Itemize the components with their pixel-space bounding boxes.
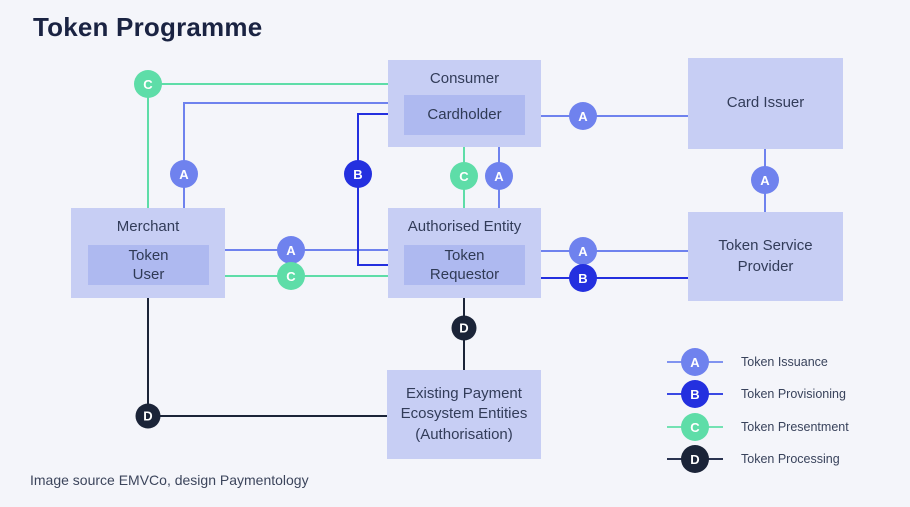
legend-row-token-presentment: C Token Presentment <box>655 413 849 441</box>
token-requestor-box: Token Requestor <box>404 245 525 285</box>
legend-line-b: B <box>667 380 723 408</box>
cardholder-label: Cardholder <box>427 106 502 124</box>
authorised-entity-label: Authorised Entity <box>407 218 522 235</box>
legend-label-token-processing: Token Processing <box>741 452 840 466</box>
token-requestor-label: Token Requestor <box>429 246 500 284</box>
token-user-box: Token User <box>88 245 209 285</box>
merchant-box: Merchant Token User <box>71 208 225 298</box>
flow-a-tokenrequestor-tsp <box>525 250 688 252</box>
consumer-label: Consumer <box>429 70 500 87</box>
badge-b-cardholder-tokenrequestor: B <box>344 160 372 188</box>
flow-a-cardholder-cardissuer <box>525 115 688 117</box>
authorised-entity-box: Authorised Entity Token Requestor <box>388 208 541 298</box>
legend-badge-b: B <box>681 380 709 408</box>
flow-b-vertical <box>357 113 359 266</box>
flow-a-merchant-cardholder-horizontal <box>183 102 405 104</box>
legend-label-token-issuance: Token Issuance <box>741 355 828 369</box>
badge-c-topleft: C <box>134 70 162 98</box>
badge-a-merchant-cardholder: A <box>170 160 198 188</box>
flow-b-tokenrequestor-tsp <box>525 277 688 279</box>
badge-d-merchant-existing: D <box>135 403 161 429</box>
flow-c-tokenuser-tokenrequestor <box>209 275 404 277</box>
legend-badge-d: D <box>681 445 709 473</box>
badge-c-cardholder-authorisedentity: C <box>450 162 478 190</box>
legend-badge-a: A <box>681 348 709 376</box>
legend-row-token-issuance: A Token Issuance <box>655 348 828 376</box>
legend-badge-c: C <box>681 413 709 441</box>
cardholder-box: Cardholder <box>404 95 525 135</box>
consumer-box: Consumer Cardholder <box>388 60 541 147</box>
flow-a-merchant-vertical <box>183 102 185 208</box>
token-user-label: Token User <box>128 246 169 284</box>
page-title: Token Programme <box>33 12 263 42</box>
existing-payment-label: Existing Payment Ecosystem Entities (Aut… <box>400 385 528 443</box>
badge-a-cardholder-cardissuer: A <box>569 102 597 130</box>
flow-d-merchant-existing-horizontal <box>147 415 387 417</box>
flow-a-tokenuser-tokenrequestor <box>209 249 404 251</box>
legend-label-token-provisioning: Token Provisioning <box>741 387 846 401</box>
legend-line-c: C <box>667 413 723 441</box>
image-source-credit: Image source EMVCo, design Paymentology <box>30 472 309 488</box>
card-issuer-label: Card Issuer <box>726 94 805 112</box>
badge-a-cardholder-authorisedentity: A <box>485 162 513 190</box>
badge-c-tokenuser-tokenrequestor: C <box>277 262 305 290</box>
legend-row-token-processing: D Token Processing <box>655 445 840 473</box>
flow-d-merchant-vertical <box>147 297 149 416</box>
legend-row-token-provisioning: B Token Provisioning <box>655 380 846 408</box>
token-service-provider-box: Token Service Provider <box>688 212 843 301</box>
card-issuer-box: Card Issuer <box>688 58 843 149</box>
badge-a-cardissuer-tsp: A <box>751 166 779 194</box>
flow-c-merchant-vertical <box>147 83 149 208</box>
legend-label-token-presentment: Token Presentment <box>741 420 849 434</box>
badge-d-tokenrequestor-existing: D <box>451 315 477 341</box>
legend-line-d: D <box>667 445 723 473</box>
merchant-label: Merchant <box>116 218 180 235</box>
badge-a-tokenrequestor-tsp: A <box>569 237 597 265</box>
badge-b-tokenrequestor-tsp: B <box>569 264 597 292</box>
flow-b-cardholder-horizontal <box>357 113 405 115</box>
flow-b-tokenrequestor-horizontal <box>357 264 404 266</box>
flow-c-consumer-horizontal <box>147 83 388 85</box>
badge-a-tokenuser-tokenrequestor: A <box>277 236 305 264</box>
existing-payment-box: Existing Payment Ecosystem Entities (Aut… <box>387 370 541 459</box>
token-service-provider-label: Token Service Provider <box>718 237 813 275</box>
legend-line-a: A <box>667 348 723 376</box>
